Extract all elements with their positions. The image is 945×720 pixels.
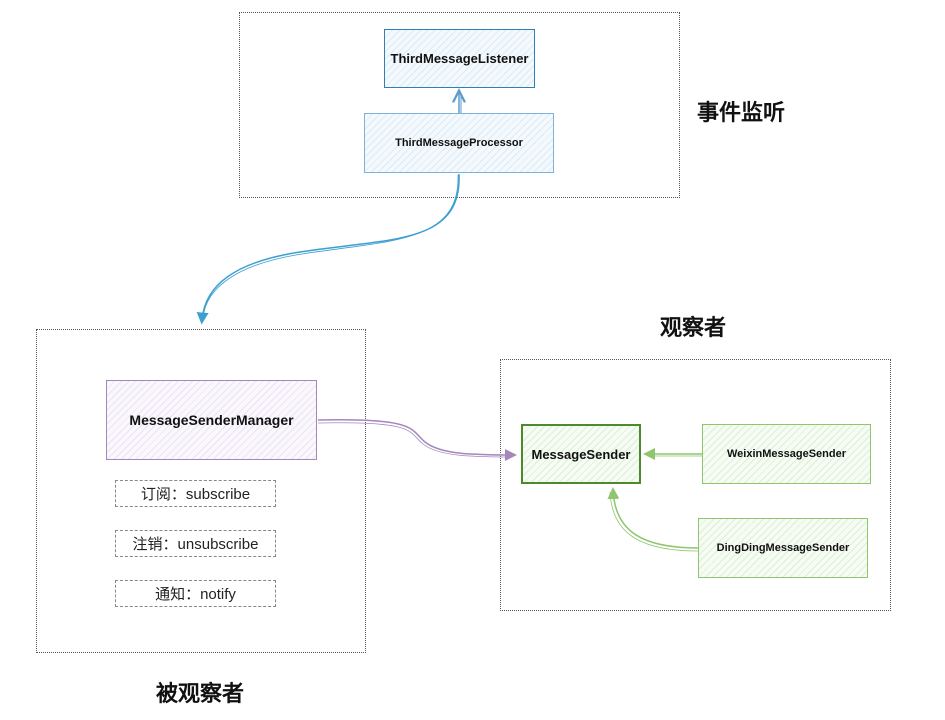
manager-to-sender-arrow-sketch: [317, 422, 513, 458]
dingding-message-sender-node[interactable]: DingDingMessageSender: [698, 518, 868, 578]
message-sender-label: MessageSender: [531, 446, 631, 462]
message-sender-manager-label: MessageSenderManager: [129, 412, 294, 428]
subject-group-title: 被观察者: [156, 681, 245, 706]
dingding-to-sender-arrow-sketch: [609, 491, 699, 552]
subscribe-operation-tag: 订阅：subscribe: [115, 480, 276, 507]
observer-group-frame: [500, 359, 891, 611]
observer-group-title: 观察者: [660, 315, 727, 340]
manager-to-sender-arrow: [317, 419, 517, 461]
unsubscribe-operation-tag: 注销：unsubscribe: [115, 530, 276, 557]
listener-group-frame: [239, 12, 680, 198]
third-message-processor-label: ThirdMessageProcessor: [395, 137, 523, 149]
third-message-processor-node[interactable]: ThirdMessageProcessor: [364, 113, 554, 173]
unsubscribe-operation-label: 注销：unsubscribe: [132, 536, 259, 553]
dingding-message-sender-label: DingDingMessageSender: [716, 542, 850, 554]
message-sender-node[interactable]: MessageSender: [521, 424, 641, 484]
subject-group-frame: [36, 329, 366, 653]
notify-operation-tag: 通知：notify: [115, 580, 276, 607]
listener-group-title: 事件监听: [697, 100, 786, 125]
third-message-listener-node[interactable]: ThirdMessageListener: [384, 29, 535, 88]
subscribe-operation-label: 订阅：subscribe: [140, 486, 251, 503]
processor-to-manager-arrow-sketch: [202, 174, 459, 319]
weixin-message-sender-node[interactable]: WeixinMessageSender: [702, 424, 871, 484]
weixin-message-sender-label: WeixinMessageSender: [726, 448, 846, 460]
notify-operation-label: 通知：notify: [155, 586, 236, 603]
dingding-to-sender-arrow: [607, 487, 699, 549]
processor-to-manager-arrow: [196, 173, 460, 325]
message-sender-manager-node[interactable]: MessageSenderManager: [106, 380, 317, 460]
third-message-listener-label: ThirdMessageListener: [390, 51, 529, 66]
